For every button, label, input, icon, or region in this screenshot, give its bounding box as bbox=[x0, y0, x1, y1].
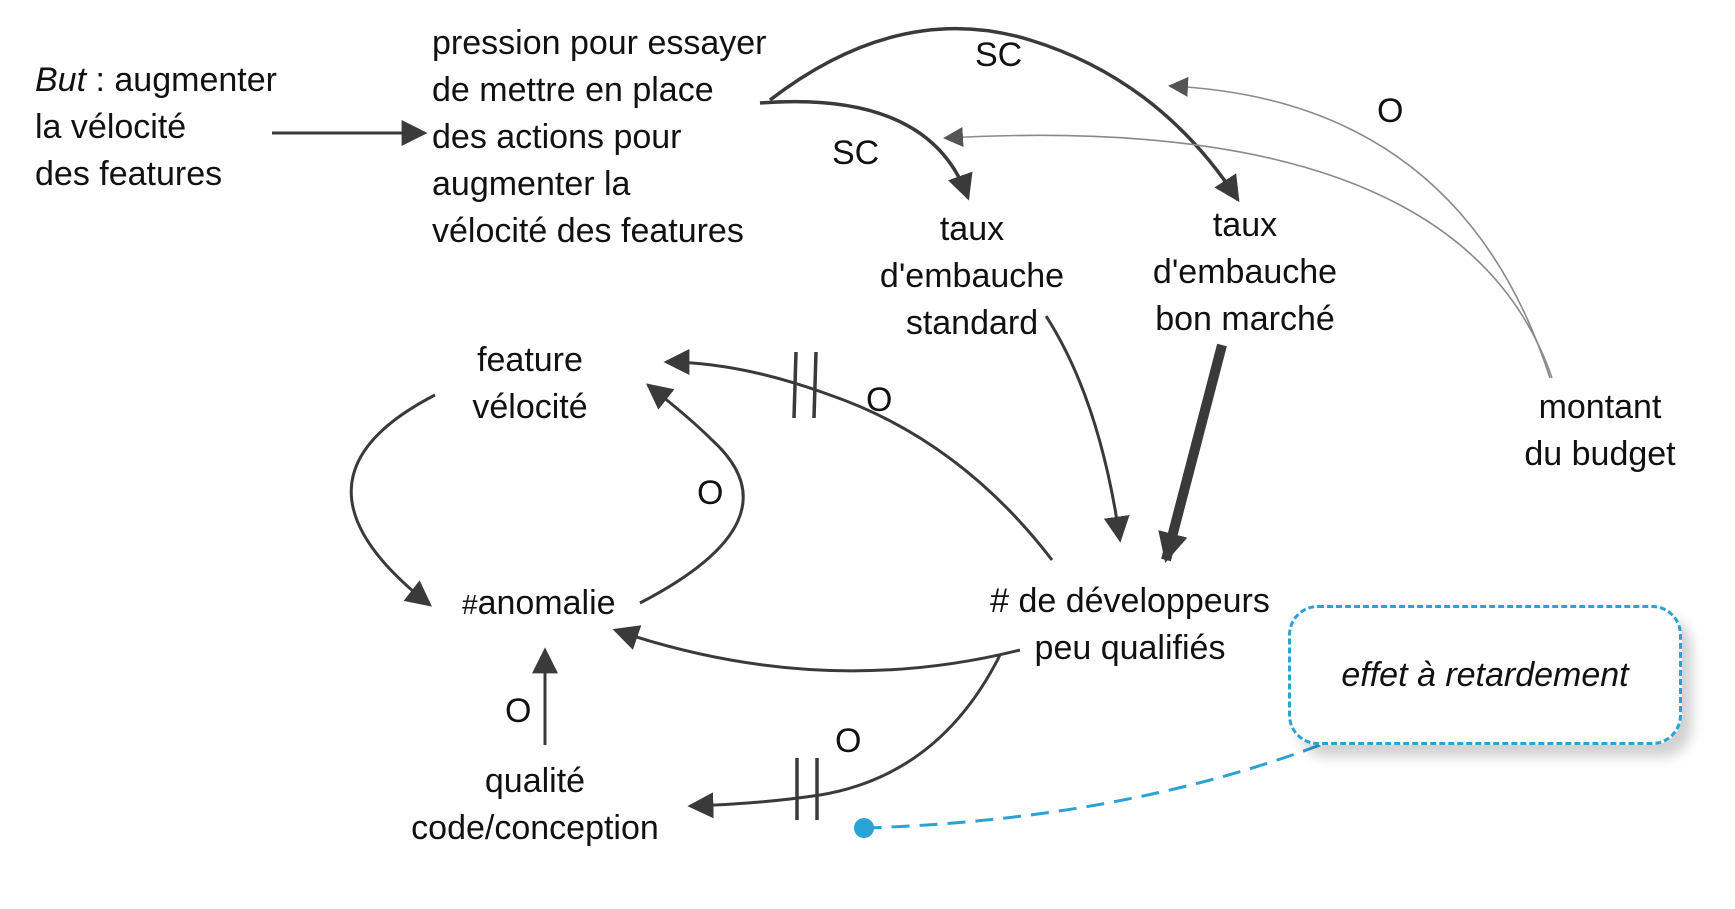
edge-budget-to-cheap bbox=[1168, 76, 1551, 379]
anomalies-hash: # bbox=[462, 589, 478, 620]
polarity-o-budget: O bbox=[1377, 92, 1404, 130]
edge-unskilled-to-velocity bbox=[663, 349, 1054, 561]
polarity-o-anomalies-velocity: O bbox=[697, 474, 724, 512]
edge-unskilled-to-anomalies bbox=[612, 625, 1021, 673]
edge-standard-to-unskilled bbox=[1044, 315, 1130, 543]
goal-line1: augmenter bbox=[114, 61, 277, 99]
anomalies-label: anomalie bbox=[477, 584, 616, 622]
delay-callout: effet à retardement bbox=[1288, 605, 1682, 745]
unskilled-devs-node: # de développeurs peu qualifiés bbox=[990, 582, 1270, 667]
edge-velocity-to-anomalies bbox=[349, 393, 436, 607]
velocity-node: feature vélocité bbox=[472, 341, 588, 426]
budget-node: montant du budget bbox=[1524, 388, 1676, 473]
anomalies-node: #anomalie bbox=[462, 580, 616, 628]
pressure-node: pression pour essayer de mettre en place… bbox=[432, 24, 767, 250]
goal-prefix: But bbox=[35, 61, 87, 99]
polarity-sc-cheap: SC bbox=[975, 36, 1023, 74]
goal-line3: des features bbox=[35, 155, 223, 193]
standard-hiring-node: taux d'embauche standard bbox=[879, 210, 1065, 342]
polarity-o-quality-delay: O bbox=[835, 722, 862, 760]
edge-pressure-to-cheap bbox=[768, 26, 1240, 203]
edge-anomalies-to-velocity bbox=[639, 383, 745, 605]
polarity-o-velocity-delay: O bbox=[866, 381, 893, 419]
polarity-sc-standard: SC bbox=[832, 134, 880, 172]
edge-cheap-to-unskilled bbox=[1158, 343, 1227, 563]
goal-node: But : augmenter la vélocité des features bbox=[35, 57, 277, 198]
delay-mark-quality bbox=[795, 758, 819, 820]
edge-budget-to-standard bbox=[943, 127, 1553, 379]
edge-unskilled-to-quality bbox=[687, 654, 1002, 819]
callout-text: effet à retardement bbox=[1341, 655, 1629, 694]
quality-node: qualité code/conception bbox=[411, 762, 659, 847]
goal-line2: la vélocité bbox=[35, 108, 187, 146]
callout-anchor-dot bbox=[854, 818, 874, 838]
cheap-hiring-node: taux d'embauche bon marché bbox=[1152, 206, 1338, 338]
delay-mark-velocity bbox=[792, 351, 818, 419]
callout-connector bbox=[863, 743, 1321, 830]
polarity-o-quality-anomalies: O bbox=[505, 692, 532, 730]
edge-pressure-to-standard bbox=[759, 99, 973, 201]
